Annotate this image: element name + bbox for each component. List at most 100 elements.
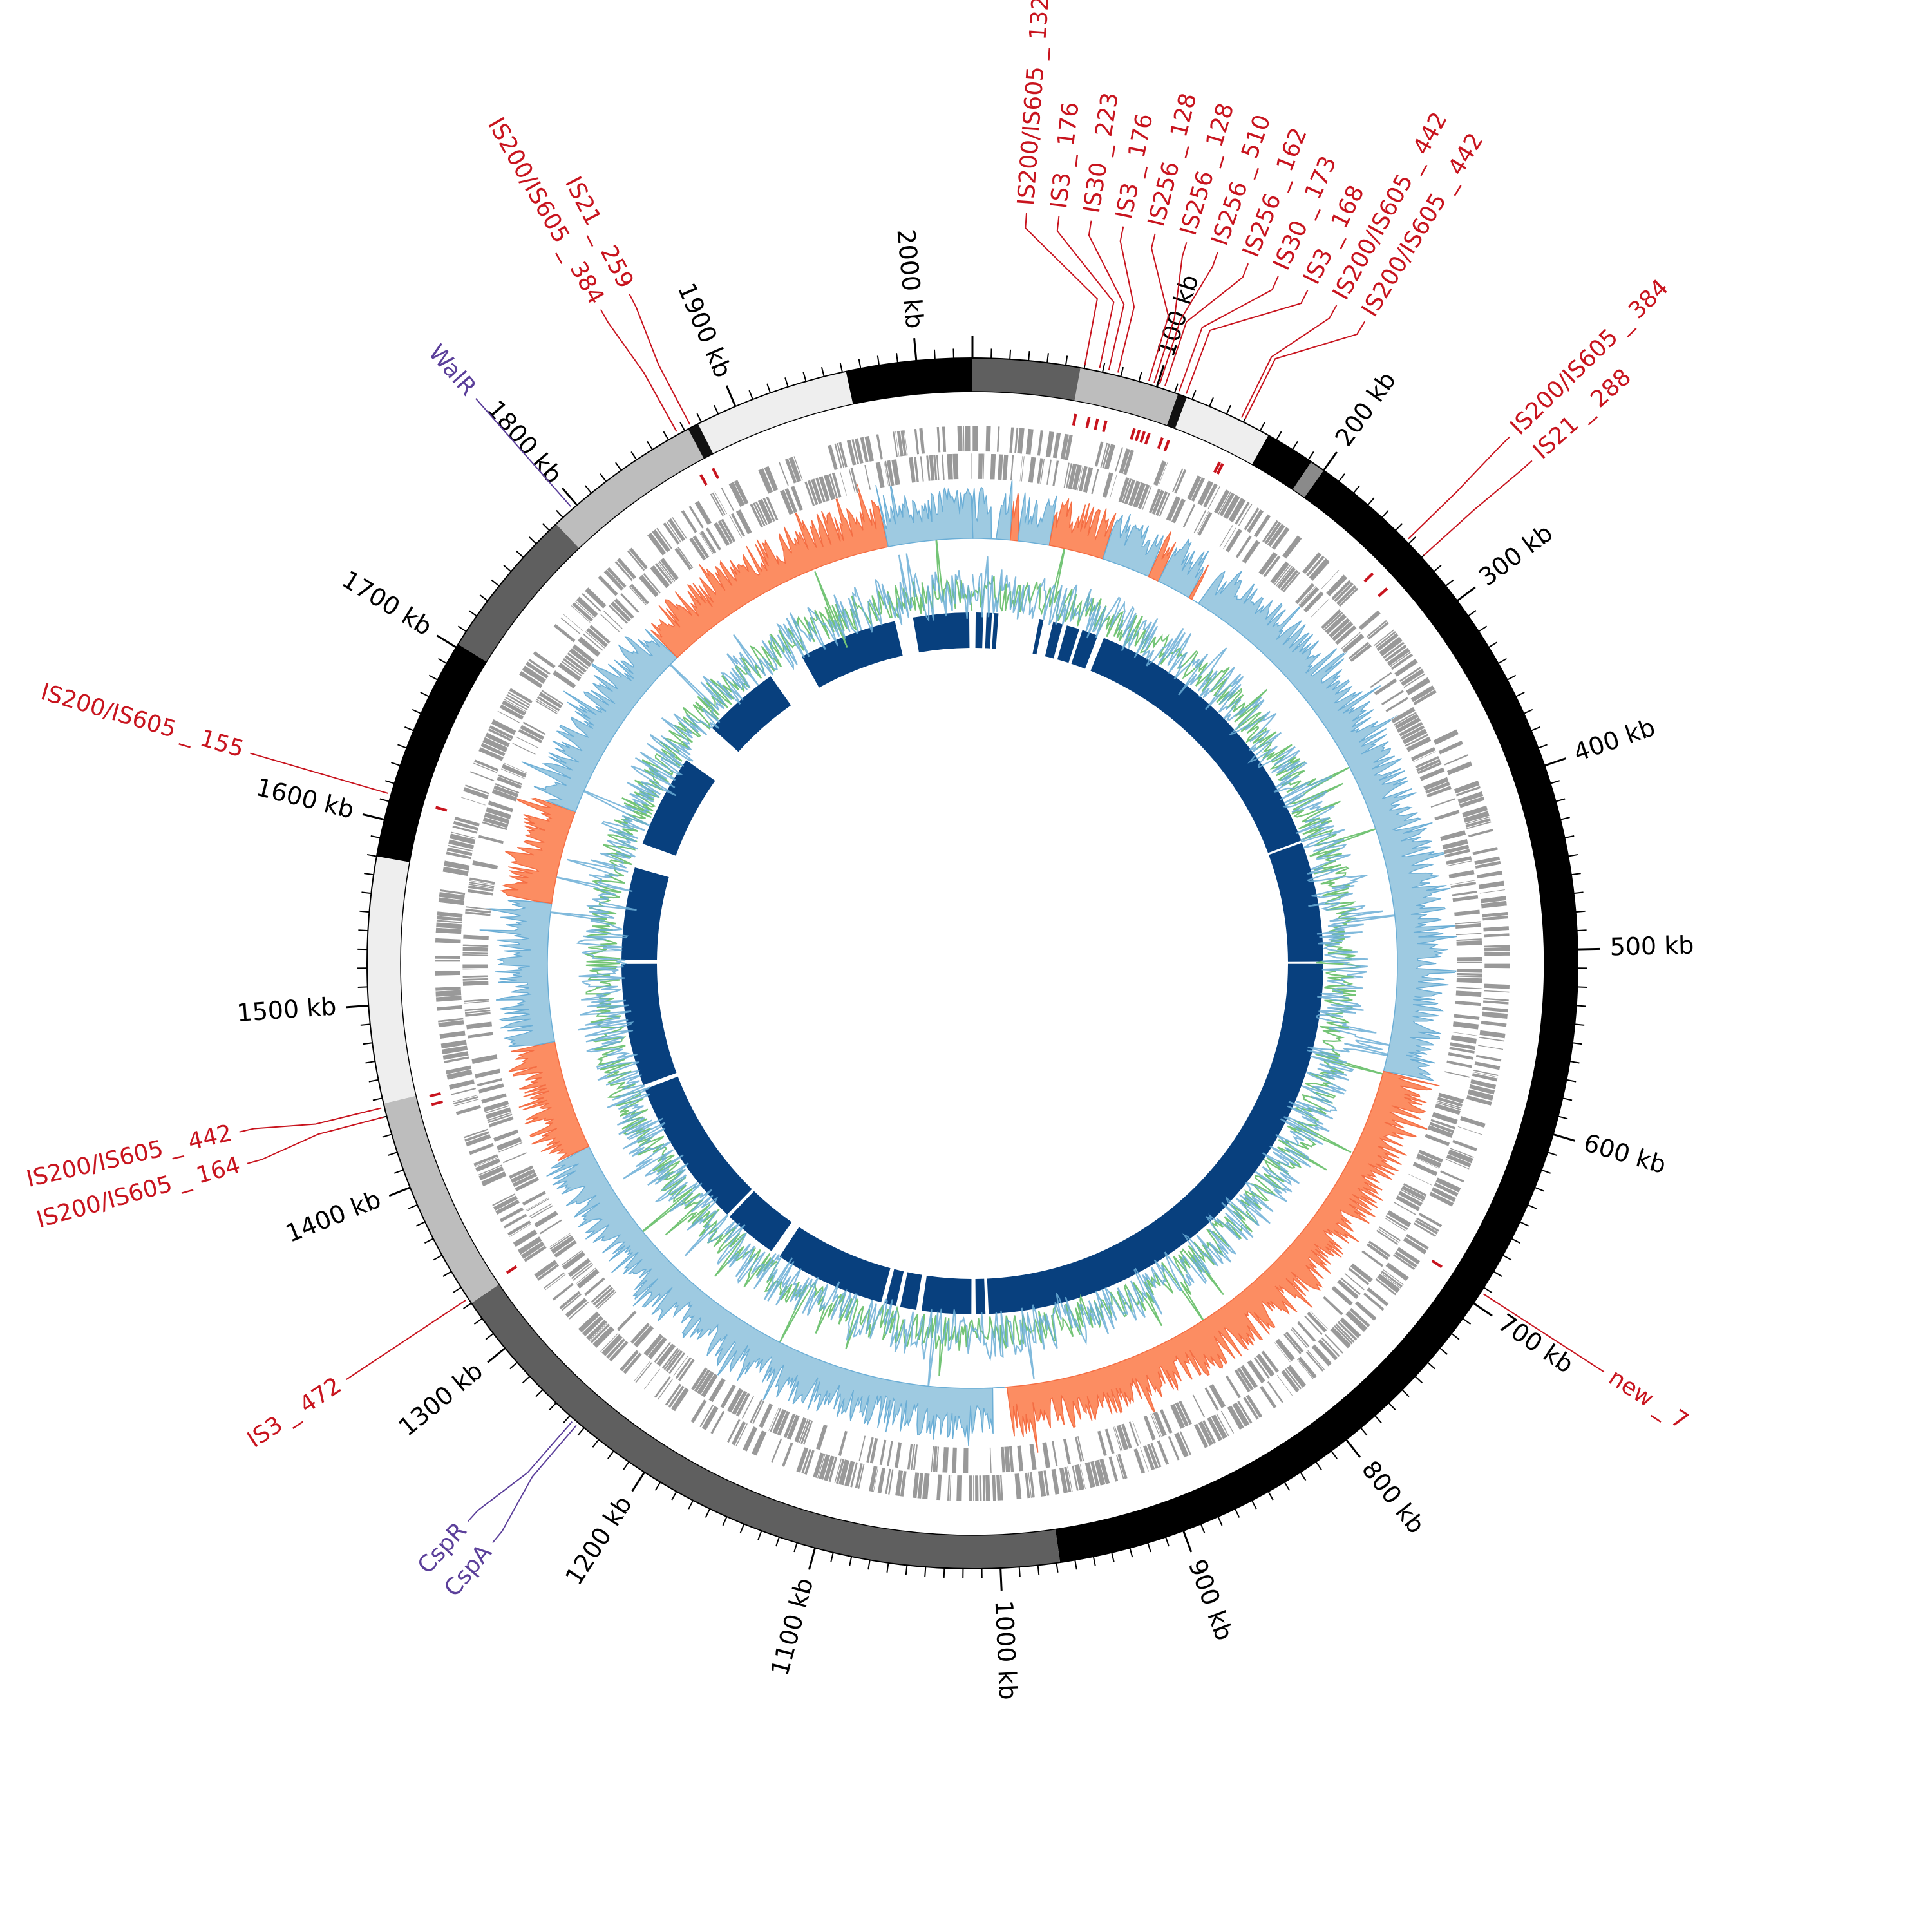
gene bbox=[1434, 1103, 1461, 1116]
gene bbox=[728, 514, 743, 538]
minor-tick bbox=[412, 708, 422, 714]
minor-tick bbox=[905, 1565, 908, 1575]
gene bbox=[1311, 1343, 1332, 1367]
is-element-label: IS3 _ 472 bbox=[243, 1372, 346, 1454]
gene bbox=[1104, 443, 1116, 471]
gene bbox=[1227, 497, 1247, 523]
gene bbox=[1449, 1147, 1475, 1159]
gene bbox=[900, 430, 907, 457]
gene bbox=[749, 1398, 763, 1424]
minor-tick bbox=[1401, 1389, 1410, 1397]
minor-tick bbox=[714, 404, 719, 415]
minor-tick bbox=[1283, 1481, 1291, 1491]
minor-tick bbox=[1338, 473, 1345, 482]
gene bbox=[509, 1223, 533, 1238]
gene bbox=[1258, 551, 1278, 576]
gene bbox=[674, 1356, 692, 1380]
gene bbox=[501, 699, 527, 717]
gene bbox=[1464, 816, 1491, 825]
minor-tick bbox=[1515, 692, 1525, 697]
gene bbox=[1282, 535, 1303, 560]
gene bbox=[1336, 1278, 1359, 1300]
gene bbox=[956, 425, 963, 452]
gene bbox=[1072, 464, 1083, 491]
gene bbox=[1481, 1010, 1508, 1019]
gene bbox=[1071, 1464, 1079, 1492]
label-leader-line bbox=[1244, 321, 1365, 420]
minor-tick bbox=[397, 744, 407, 749]
ideogram-segment bbox=[1293, 462, 1324, 498]
gene bbox=[642, 573, 661, 594]
gene bbox=[571, 601, 594, 623]
gene bbox=[1394, 1250, 1418, 1269]
gene bbox=[1479, 1036, 1505, 1043]
minor-tick bbox=[1165, 1537, 1170, 1547]
minor-tick bbox=[775, 1537, 780, 1547]
gene bbox=[620, 592, 640, 614]
minor-tick bbox=[630, 451, 638, 460]
gene bbox=[804, 480, 815, 507]
tick-label: 1600 kb bbox=[253, 773, 357, 824]
minor-tick bbox=[802, 372, 807, 382]
gene bbox=[562, 1250, 586, 1271]
gene bbox=[526, 1197, 549, 1211]
gene bbox=[823, 473, 837, 501]
gene bbox=[1400, 668, 1425, 687]
gene bbox=[818, 475, 831, 502]
ideogram-segment bbox=[846, 358, 972, 404]
gene bbox=[731, 1421, 747, 1446]
gene bbox=[765, 495, 779, 521]
gene bbox=[1435, 1101, 1462, 1111]
gene bbox=[1226, 1405, 1245, 1430]
minor-tick bbox=[1483, 1287, 1493, 1294]
gene bbox=[662, 522, 681, 545]
minor-tick bbox=[1502, 1255, 1512, 1261]
gene bbox=[1286, 1364, 1307, 1388]
gene-track bbox=[434, 425, 1511, 1502]
minor-tick bbox=[1315, 1461, 1322, 1470]
gene bbox=[907, 1443, 913, 1470]
gene bbox=[1358, 610, 1381, 631]
gene bbox=[439, 891, 466, 901]
is-element-marker bbox=[431, 1100, 444, 1106]
gene bbox=[496, 1136, 523, 1151]
gene bbox=[552, 670, 577, 689]
gene bbox=[1269, 560, 1291, 585]
gene bbox=[634, 1361, 653, 1384]
gene bbox=[453, 816, 480, 828]
gene bbox=[951, 1447, 958, 1473]
gene bbox=[1400, 1188, 1425, 1203]
gene bbox=[1094, 1459, 1106, 1486]
gene bbox=[514, 1176, 540, 1192]
gene bbox=[849, 467, 859, 494]
major-tick bbox=[631, 1472, 645, 1492]
gene bbox=[1479, 1030, 1506, 1039]
gene bbox=[1128, 480, 1141, 507]
gene bbox=[475, 1157, 501, 1173]
gene bbox=[1472, 1069, 1499, 1077]
minor-tick bbox=[433, 1255, 442, 1261]
gene bbox=[1202, 482, 1218, 509]
gene bbox=[1234, 501, 1251, 526]
gene bbox=[462, 952, 489, 955]
gene bbox=[815, 477, 826, 504]
is-element-marker bbox=[1213, 461, 1221, 473]
gene bbox=[731, 1390, 748, 1416]
skew-positive-area bbox=[521, 629, 678, 813]
gene bbox=[630, 1322, 650, 1345]
gene bbox=[1366, 1287, 1390, 1307]
gene bbox=[1338, 587, 1359, 608]
gene bbox=[471, 1054, 498, 1065]
gene bbox=[895, 1470, 904, 1497]
major-tick bbox=[346, 1004, 369, 1009]
gene bbox=[568, 1301, 589, 1320]
is-element-marker bbox=[1094, 418, 1099, 431]
label-leader-line bbox=[1153, 242, 1188, 383]
gene bbox=[1090, 1461, 1101, 1488]
gene bbox=[442, 866, 469, 876]
gene bbox=[859, 436, 869, 463]
gene bbox=[478, 746, 504, 762]
gene bbox=[605, 1338, 626, 1359]
label-leader-line bbox=[1423, 460, 1533, 556]
gene bbox=[462, 974, 489, 978]
